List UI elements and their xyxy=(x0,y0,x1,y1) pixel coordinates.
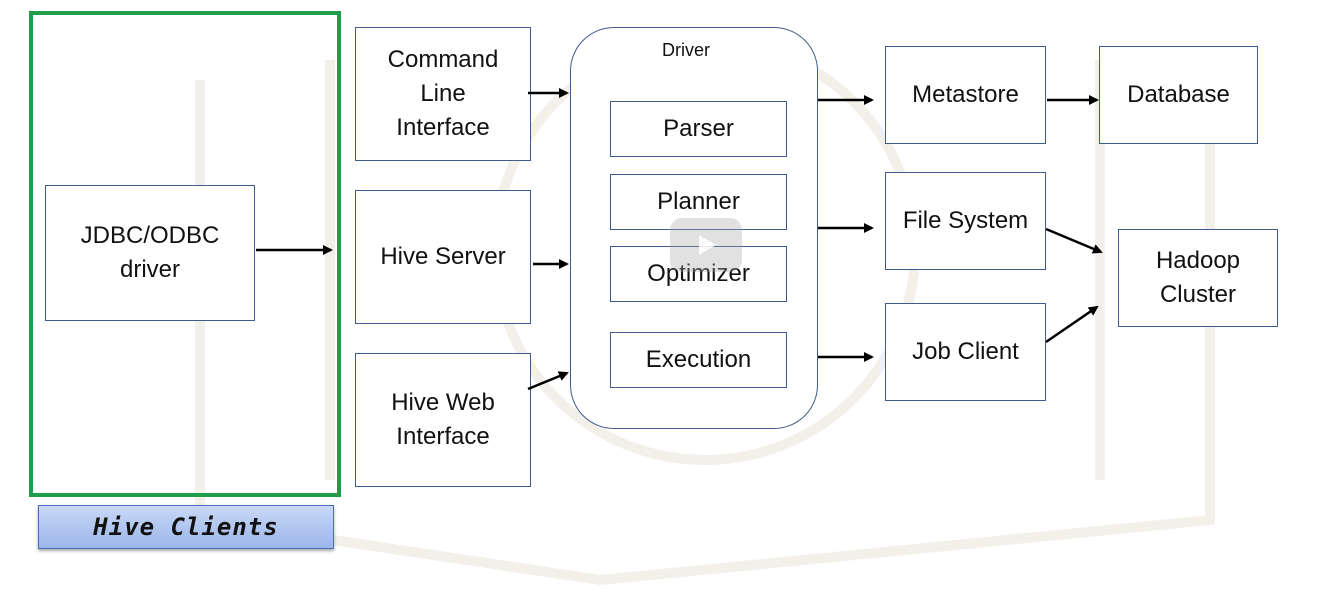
parser-label: Parser xyxy=(663,115,734,142)
database-box: Database xyxy=(1099,46,1258,144)
play-icon xyxy=(699,235,716,255)
execution-box: Execution xyxy=(610,332,787,388)
planner-label: Planner xyxy=(657,188,740,215)
job-client-label: Job Client xyxy=(912,338,1019,365)
jdbc-odbc-driver-label: JDBC/ODBC driver xyxy=(80,222,220,283)
command-line-interface-label: Command Line Interface xyxy=(387,46,499,141)
hive-web-interface-box: Hive Web Interface xyxy=(355,353,531,487)
optimizer-box: Optimizer xyxy=(610,246,787,302)
arrow-job-client-to-hadoop xyxy=(1045,305,1099,344)
driver-title: Driver xyxy=(662,40,710,60)
hadoop-cluster-label: Hadoop Cluster xyxy=(1155,247,1241,308)
hive-clients-frame xyxy=(29,11,341,497)
arrow-web-to-driver xyxy=(527,371,569,391)
hadoop-cluster-box: Hadoop Cluster xyxy=(1118,229,1278,327)
file-system-label: File System xyxy=(902,207,1029,234)
hive-clients-caption: Hive Clients xyxy=(38,505,334,549)
file-system-box: File System xyxy=(885,172,1046,270)
hive-clients-caption-label: Hive Clients xyxy=(93,513,279,541)
hive-server-box: Hive Server xyxy=(355,190,531,324)
metastore-box: Metastore xyxy=(885,46,1046,144)
command-line-interface-box: Command Line Interface xyxy=(355,27,531,161)
jdbc-odbc-driver-box: JDBC/ODBC driver xyxy=(45,185,255,321)
video-play-button[interactable] xyxy=(670,218,742,272)
hive-server-label: Hive Server xyxy=(380,243,506,270)
execution-label: Execution xyxy=(645,346,752,373)
planner-box: Planner xyxy=(610,174,787,230)
metastore-label: Metastore xyxy=(912,81,1019,108)
parser-box: Parser xyxy=(610,101,787,157)
database-label: Database xyxy=(1127,81,1230,108)
arrow-file-system-to-hadoop xyxy=(1045,227,1103,254)
job-client-box: Job Client xyxy=(885,303,1046,401)
optimizer-label: Optimizer xyxy=(647,260,750,287)
hive-web-interface-label: Hive Web Interface xyxy=(391,389,495,450)
